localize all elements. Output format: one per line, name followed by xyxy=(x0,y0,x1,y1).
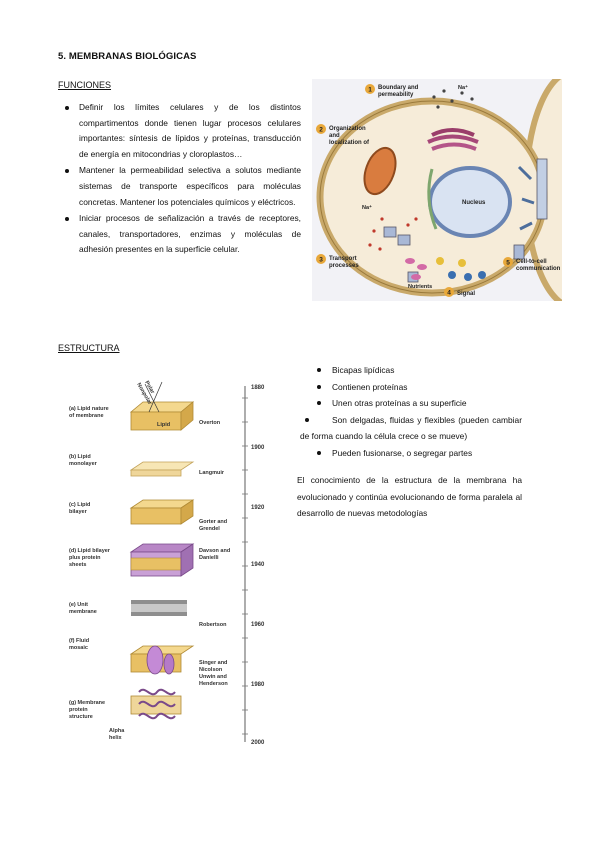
year-1900: 1900 xyxy=(251,445,265,451)
year-1920: 1920 xyxy=(251,505,265,511)
label-transport: Transport xyxy=(329,256,357,262)
badge-4: 4 xyxy=(447,290,451,297)
list-item: Iniciar procesos de señalización a travé… xyxy=(63,211,301,258)
author-robertson: Robertson xyxy=(199,622,227,628)
cell-functions-figure: 1 2 3 4 5 Boundary and permeability Orga… xyxy=(312,68,599,310)
year-1960: 1960 xyxy=(251,622,265,628)
list-item: Pueden fusionarse, o segregar partes xyxy=(300,445,522,462)
label-cell-to-cell: Cell-to-cell xyxy=(516,259,547,265)
label-na-left: Na⁺ xyxy=(362,204,372,211)
list-item: Bicapas lipídicas xyxy=(300,362,522,379)
label-lipid: Lipid xyxy=(157,422,170,428)
year-1980: 1980 xyxy=(251,682,265,688)
label-boundary: Boundary and xyxy=(378,85,419,91)
label-helix: helix xyxy=(109,735,122,741)
funciones-title: FUNCIONES xyxy=(58,80,112,90)
label-alpha: Alpha xyxy=(109,728,125,734)
list-item: Son delgadas, fluidas y flexibles (puede… xyxy=(300,412,522,445)
badge-2: 2 xyxy=(319,127,323,134)
label-signal: Signal xyxy=(457,291,475,297)
badge-5: 5 xyxy=(506,260,510,267)
label-na-top: Na⁺ xyxy=(458,84,468,91)
label-permeability: permeability xyxy=(378,92,414,98)
estructura-list: Bicapas lipídicas Contienen proteínas Un… xyxy=(300,362,522,461)
label-communication: communication xyxy=(516,266,561,272)
label-organization: Organization xyxy=(329,126,366,132)
badge-1: 1 xyxy=(368,87,372,94)
estructura-title: ESTRUCTURA xyxy=(58,343,120,353)
page-heading: 5. MEMBRANAS BIOLÓGICAS xyxy=(58,51,197,62)
funciones-list: Definir los límites celulares y de los d… xyxy=(63,100,301,259)
label-nucleus: Nucleus xyxy=(462,200,486,206)
year-2000: 2000 xyxy=(251,740,265,746)
list-item: Unen otras proteínas a su superficie xyxy=(300,395,522,412)
label-nutrients: Nutrients xyxy=(408,284,432,290)
author-langmuir: Langmuir xyxy=(199,470,225,476)
list-item: Mantener la permeabilidad selectiva a so… xyxy=(63,163,301,210)
list-item: Contienen proteínas xyxy=(300,379,522,396)
label-localization: localization of xyxy=(329,140,370,146)
badge-3: 3 xyxy=(319,257,323,264)
estructura-paragraph: El conocimiento de la estructura de la m… xyxy=(297,475,522,518)
year-1940: 1940 xyxy=(251,562,265,568)
year-1880: 1880 xyxy=(251,385,265,391)
membrane-models-figure: 1880 1900 1920 1940 1960 1980 2000 xyxy=(67,374,277,746)
list-item: Definir los límites celulares y de los d… xyxy=(63,100,301,162)
label-processes: processes xyxy=(329,263,359,269)
label-and: and xyxy=(329,133,340,139)
author-overton: Overton xyxy=(199,420,221,426)
